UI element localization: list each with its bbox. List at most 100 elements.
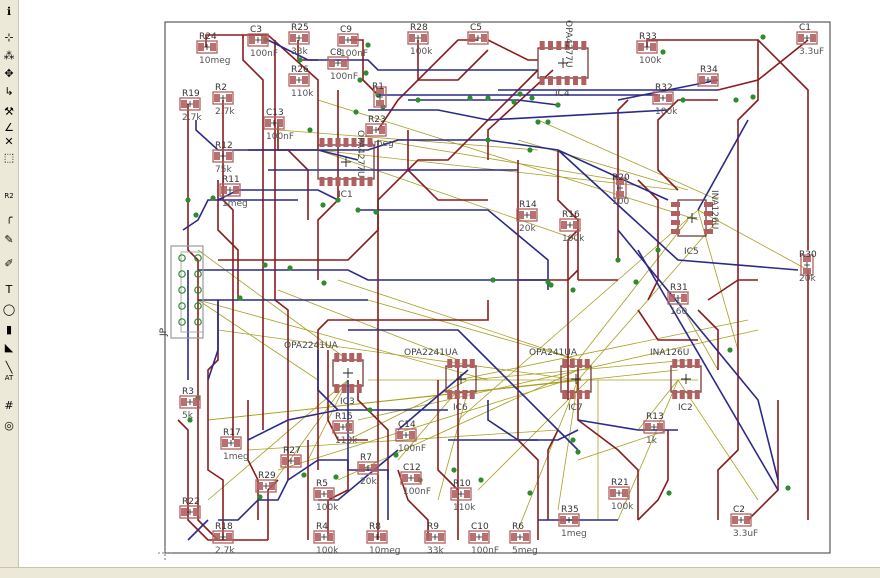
part-value: 100k — [655, 107, 678, 117]
split-tool-icon[interactable]: ∠ — [4, 121, 14, 134]
part-value: 1meg — [223, 452, 249, 462]
part-r29[interactable]: R29 — [255, 471, 277, 493]
part-name: C1 — [799, 23, 811, 33]
part-value: 1meg — [222, 199, 248, 209]
grid-tool-icon[interactable]: # — [4, 399, 14, 412]
connector-pin — [178, 254, 186, 262]
text-tool-icon[interactable]: T — [5, 283, 13, 296]
circle-tool-icon[interactable]: ◯ — [2, 303, 16, 316]
highlight-tool-icon[interactable]: ✐ — [4, 257, 14, 270]
connector-pin — [178, 302, 186, 310]
delete-tool-icon[interactable]: ✕ — [4, 135, 14, 148]
route-tool-icon[interactable]: ↳ — [4, 85, 14, 98]
show-tool-icon[interactable]: ⊹ — [4, 31, 14, 44]
part-c2[interactable]: C23.3uF — [730, 505, 758, 539]
part-r22[interactable]: R22 — [179, 497, 201, 519]
move-tool-icon[interactable]: ✥ — [4, 67, 14, 80]
group-tool-icon[interactable]: ⬚ — [3, 151, 15, 164]
connector-pin — [194, 302, 202, 310]
part-r27[interactable]: R27 — [280, 446, 302, 468]
part-r2[interactable]: R22.7k — [212, 83, 235, 117]
connector-pin — [194, 254, 202, 262]
part-c1[interactable]: C13.3uF — [796, 23, 824, 57]
part-value: 100 — [612, 197, 629, 207]
attribute-tool-icon[interactable]: AT — [4, 374, 14, 382]
part-name: C14 — [398, 420, 416, 430]
part-name: R28 — [410, 23, 428, 33]
ic-name: IC4 — [555, 89, 570, 99]
drc-tool-icon[interactable]: ◎ — [4, 419, 14, 432]
polygon-tool-icon[interactable]: ◣ — [4, 341, 14, 354]
connector-jp[interactable]: JP — [159, 245, 204, 339]
part-r34[interactable]: R34 — [697, 65, 719, 87]
part-value: 100k — [611, 502, 634, 512]
part-name: R6 — [512, 522, 524, 532]
part-r26[interactable]: R26 110k — [288, 65, 314, 99]
part-value: 10meg — [369, 546, 400, 556]
part-name: R29 — [258, 471, 276, 481]
mark-tool-icon[interactable]: ⁂ — [3, 49, 15, 62]
part-value: 110k — [291, 89, 314, 99]
pcb-canvas[interactable]: JP R2410megC3100nFR2533kC9100nFR28100kC5… — [18, 0, 880, 567]
part-value: 5k — [182, 411, 194, 421]
wire-tool-icon[interactable]: ╭ — [5, 211, 13, 224]
vias-layer — [185, 34, 791, 500]
part-r1[interactable]: R1 — [372, 82, 387, 108]
wrench-tool-icon[interactable]: ⚒ — [4, 105, 14, 118]
info-tool-icon[interactable]: ℹ — [6, 5, 12, 18]
part-name: R26 — [291, 65, 309, 75]
line-tool-icon[interactable]: ╲ — [5, 361, 13, 374]
rect-tool-icon[interactable]: ▮ — [5, 323, 13, 336]
airwires-layer — [197, 99, 809, 531]
part-name: R5 — [316, 479, 328, 489]
pen-tool-icon[interactable]: ✎ — [4, 233, 14, 246]
r2-tool-icon[interactable]: R2 — [4, 192, 14, 200]
ic-value: OPA241UA — [529, 348, 578, 358]
board-outline — [164, 21, 831, 554]
part-c5[interactable]: C5 — [467, 23, 489, 45]
part-name: R15 — [335, 412, 353, 422]
